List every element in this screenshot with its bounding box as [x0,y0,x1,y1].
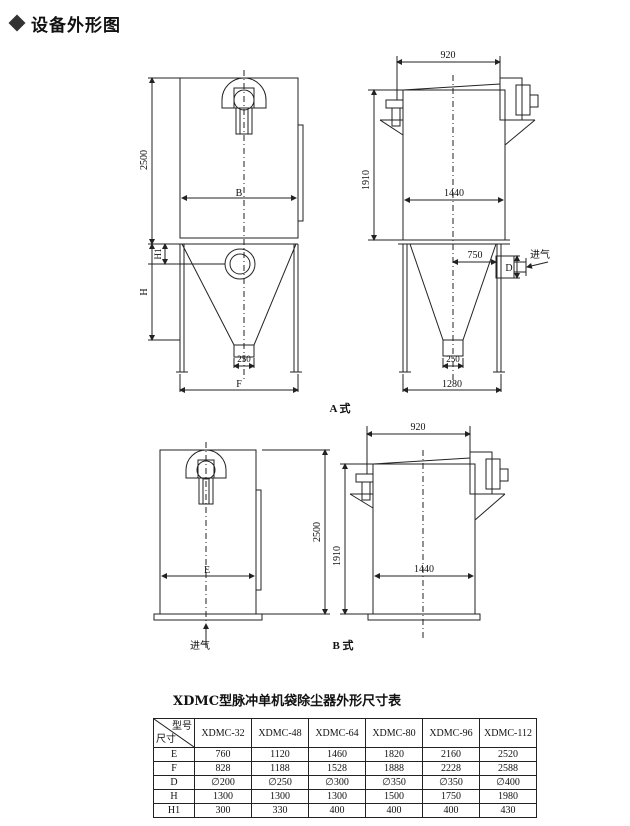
drawing-b-side-view [340,426,509,640]
table-cell: 1528 [308,761,366,776]
dim-a-body-width: 1440 [444,188,464,199]
table-cell: 300 [194,803,252,818]
table-row: D ∅200 ∅250 ∅300 ∅350 ∅350 ∅400 [153,775,537,790]
dim-b-height-left: 2500 [312,522,323,542]
column-header: XDMC-48 [251,718,309,748]
table-cell: ∅400 [479,775,537,790]
dim-a-height-right: 1910 [361,170,372,190]
column-header: XDMC-64 [308,718,366,748]
dim-a-outlet-left: 250 [237,354,251,364]
table-cell: 330 [251,803,309,818]
table-cell: 1300 [251,789,309,804]
table-cell: 1300 [194,789,252,804]
row-label: H [153,789,195,804]
table-cell: 1820 [365,747,423,762]
table-cell: 400 [308,803,366,818]
dim-a-base-width: 1280 [442,379,462,390]
table-row: H1 300 330 400 400 400 430 [153,803,537,818]
table-cell: ∅250 [251,775,309,790]
table-row: H 1300 1300 1300 1500 1750 1980 [153,789,537,804]
drawing-b-front-view [153,442,330,648]
corner-size-label: 尺寸 [156,734,176,745]
section-header: 设备外形图 [8,12,121,36]
dim-a-b-label: B [236,188,243,199]
table-cell: 430 [479,803,537,818]
column-header: XDMC-96 [422,718,480,748]
dim-b-height-right: 1910 [332,546,343,566]
drawing-b-label: B 式 [332,638,353,652]
dim-a-outlet-right: 250 [446,354,460,364]
dim-b-top-width: 920 [411,422,426,433]
table-cell: 400 [365,803,423,818]
drawing-a-side-view [368,56,549,393]
table-corner-cell: 型号 尺寸 [153,718,195,748]
inlet-b-text: 进气 [190,639,210,652]
table-cell: 2588 [479,761,537,776]
section-title: 设备外形图 [31,15,121,36]
dim-a-d-label: D [505,263,512,274]
column-header: XDMC-32 [194,718,252,748]
dim-a-height-left: 2500 [139,150,150,170]
table-cell: ∅200 [194,775,252,790]
corner-model-label: 型号 [172,721,192,732]
dimension-table: 型号 尺寸 XDMC-32 XDMC-48 XDMC-64 XDMC-80 XD… [153,718,537,818]
table-title: XDMC型脉冲单机袋除尘器外形尺寸表 [173,694,402,709]
column-header: XDMC-80 [365,718,423,748]
dim-b-body-width: 1440 [414,564,434,575]
drawing-a-front-view [148,70,304,393]
dim-a-inlet-offset: 750 [468,250,483,261]
row-label: H1 [153,803,195,818]
table-cell: ∅300 [308,775,366,790]
dim-a-f-label: F [236,379,242,390]
table-cell: 2228 [422,761,480,776]
inlet-a-text: 进气 [530,248,550,261]
table-row: F 828 1188 1528 1888 2228 2588 [153,761,537,776]
table-cell: ∅350 [365,775,423,790]
table-cell: 1120 [251,747,309,762]
table-header-row: 型号 尺寸 XDMC-32 XDMC-48 XDMC-64 XDMC-80 XD… [153,718,537,748]
table-cell: 2520 [479,747,537,762]
table-cell: 1188 [251,761,309,776]
table-cell: 400 [422,803,480,818]
table-cell: 760 [194,747,252,762]
column-header: XDMC-112 [479,718,537,748]
row-label: F [153,761,195,776]
dim-b-e-label: E [204,565,210,576]
row-label: E [153,747,195,762]
table-cell: 1750 [422,789,480,804]
drawing-a-label: A 式 [329,401,350,415]
dim-a-top-width: 920 [441,50,456,61]
row-label: D [153,775,195,790]
table-cell: 1980 [479,789,537,804]
table-cell: 2160 [422,747,480,762]
table-cell: 1300 [308,789,366,804]
table-cell: 1500 [365,789,423,804]
equipment-drawings: B F 250 2500 H1 H 920 1440 1910 750 D 进气… [139,50,550,652]
dim-a-h1-label: H1 [153,249,163,260]
table-cell: 1888 [365,761,423,776]
table-row: E 760 1120 1460 1820 2160 2520 [153,747,537,762]
table-cell: ∅350 [422,775,480,790]
dim-a-h-label: H [139,288,150,295]
table-cell: 1460 [308,747,366,762]
table-cell: 828 [194,761,252,776]
